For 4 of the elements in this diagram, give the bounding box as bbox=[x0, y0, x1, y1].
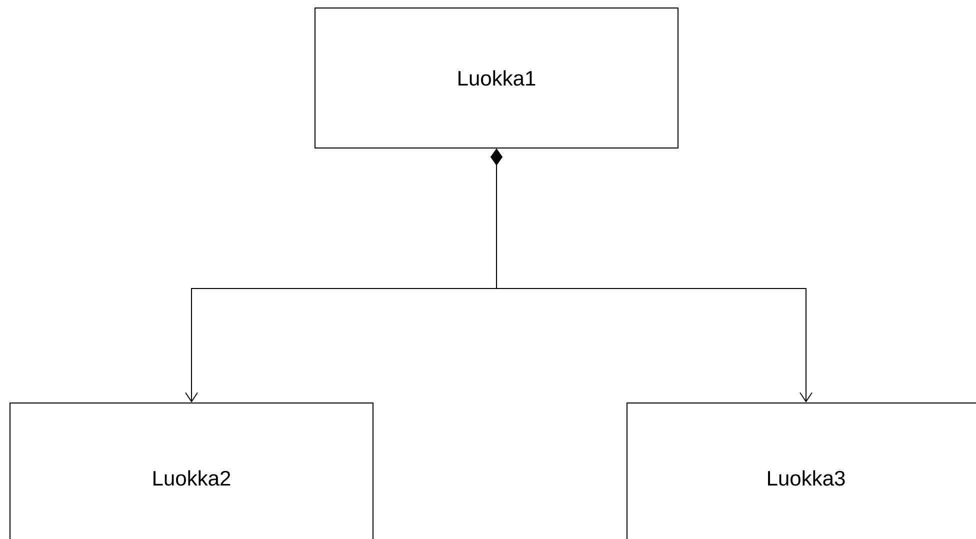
class-box: Luokka3 bbox=[626, 402, 976, 539]
class-box: Luokka1 bbox=[314, 8, 678, 148]
class-box: Luokka2 bbox=[10, 402, 374, 539]
composition-arrow bbox=[490, 148, 812, 402]
